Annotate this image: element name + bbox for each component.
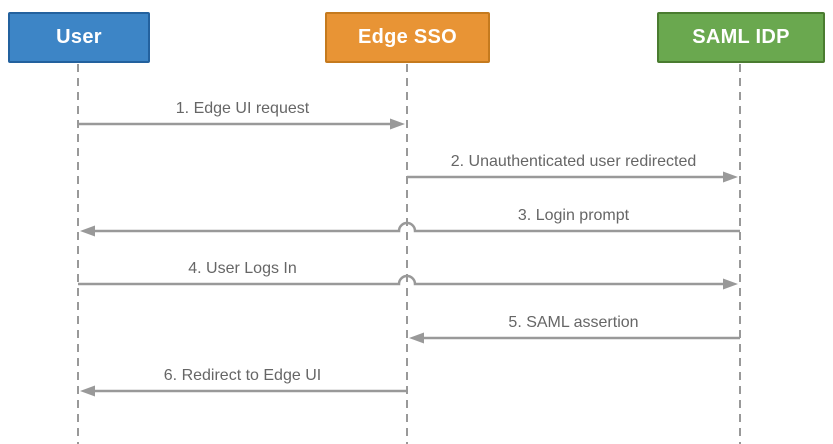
actor-box-edge-sso: Edge SSO	[325, 12, 490, 63]
message-label-6: 6. Redirect to Edge UI	[163, 367, 322, 384]
message-label-2: 2. Unauthenticated user redirected	[450, 153, 697, 170]
message-arrowhead-icon	[390, 118, 405, 130]
message-label-4: 4. User Logs In	[188, 260, 297, 277]
message-arrowhead-icon	[80, 225, 95, 237]
message-arrowhead-icon	[723, 171, 738, 183]
message-label-1: 1. Edge UI request	[175, 100, 310, 117]
message-arrow-line-3	[94, 221, 740, 233]
actor-box-saml-idp: SAML IDP	[657, 12, 825, 63]
message-arrowhead-icon	[723, 278, 738, 290]
message-label-3: 3. Login prompt	[517, 207, 630, 224]
message-arrowhead-icon	[80, 385, 95, 397]
message-arrow-line-4	[78, 274, 724, 286]
message-label-5: 5. SAML assertion	[508, 314, 639, 331]
actor-box-user: User	[8, 12, 150, 63]
message-arrowhead-icon	[409, 332, 424, 344]
